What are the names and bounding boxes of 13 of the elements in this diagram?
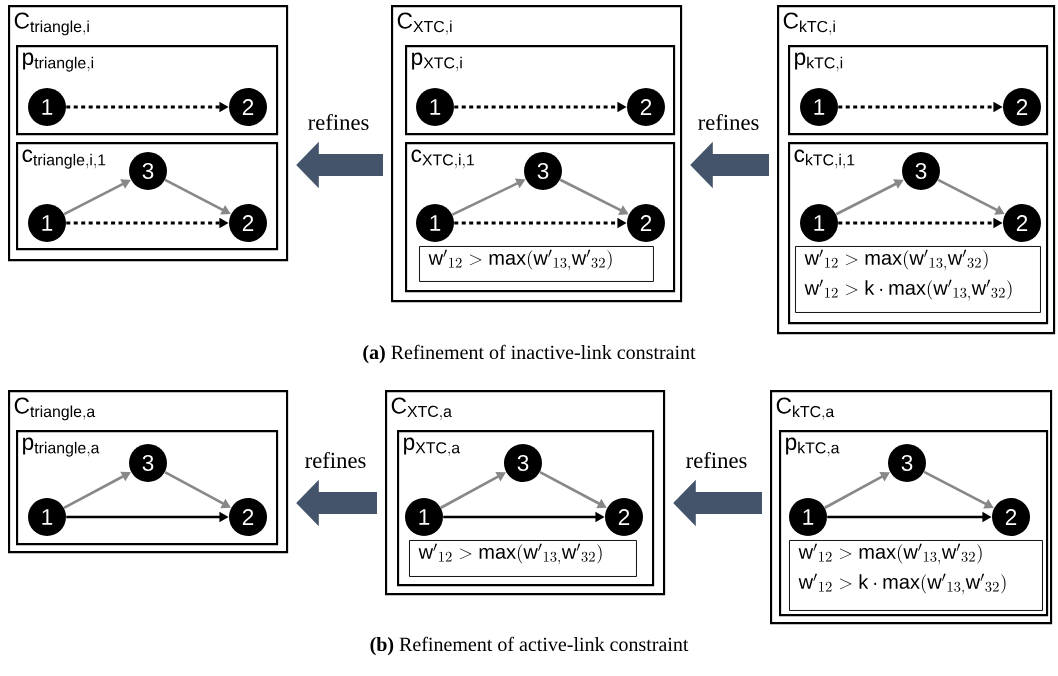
edge-label: refines [696, 112, 761, 132]
condition-box: $\mathrm{w'}_{12} > \mathrm{max}(\mathrm{w'}_{13,}\mathrm{w'}_{32})$ [409, 540, 637, 577]
arrow [164, 471, 231, 509]
edge-label: refines [684, 450, 749, 470]
condition-box: $\mathrm{w'}_{12} > \mathrm{max}(\mathrm{w'}_{13,}\mathrm{w'}_{32})$ $\mathrm{w'}_{12} > \mathrm{k}\cdot\mathrm{max}(\mathrm{w'}_{13,}\mathrm{w'}_{32})$ [789, 540, 1043, 611]
caption: (a) Refinement of inactive-link constraint [363, 344, 696, 364]
arrow [440, 472, 506, 509]
caption: (b) Refinement of active-link constraint [370, 636, 689, 656]
arrow [824, 472, 890, 509]
edge-label: refines [303, 450, 368, 470]
edge-label: refines [306, 112, 371, 132]
condition-box: $\mathrm{w'}_{12} > \mathrm{max}(\mathrm{w'}_{13,}\mathrm{w'}_{32})$ $\mathrm{w'}_{12} > \mathrm{k}\cdot\mathrm{max}(\mathrm{w'}_{13,}\mathrm{w'}_{32})$ [795, 246, 1041, 313]
condition-box: $\mathrm{w'}_{12} > \mathrm{max}(\mathrm{w'}_{13,}\mathrm{w'}_{32})$ [419, 246, 654, 282]
